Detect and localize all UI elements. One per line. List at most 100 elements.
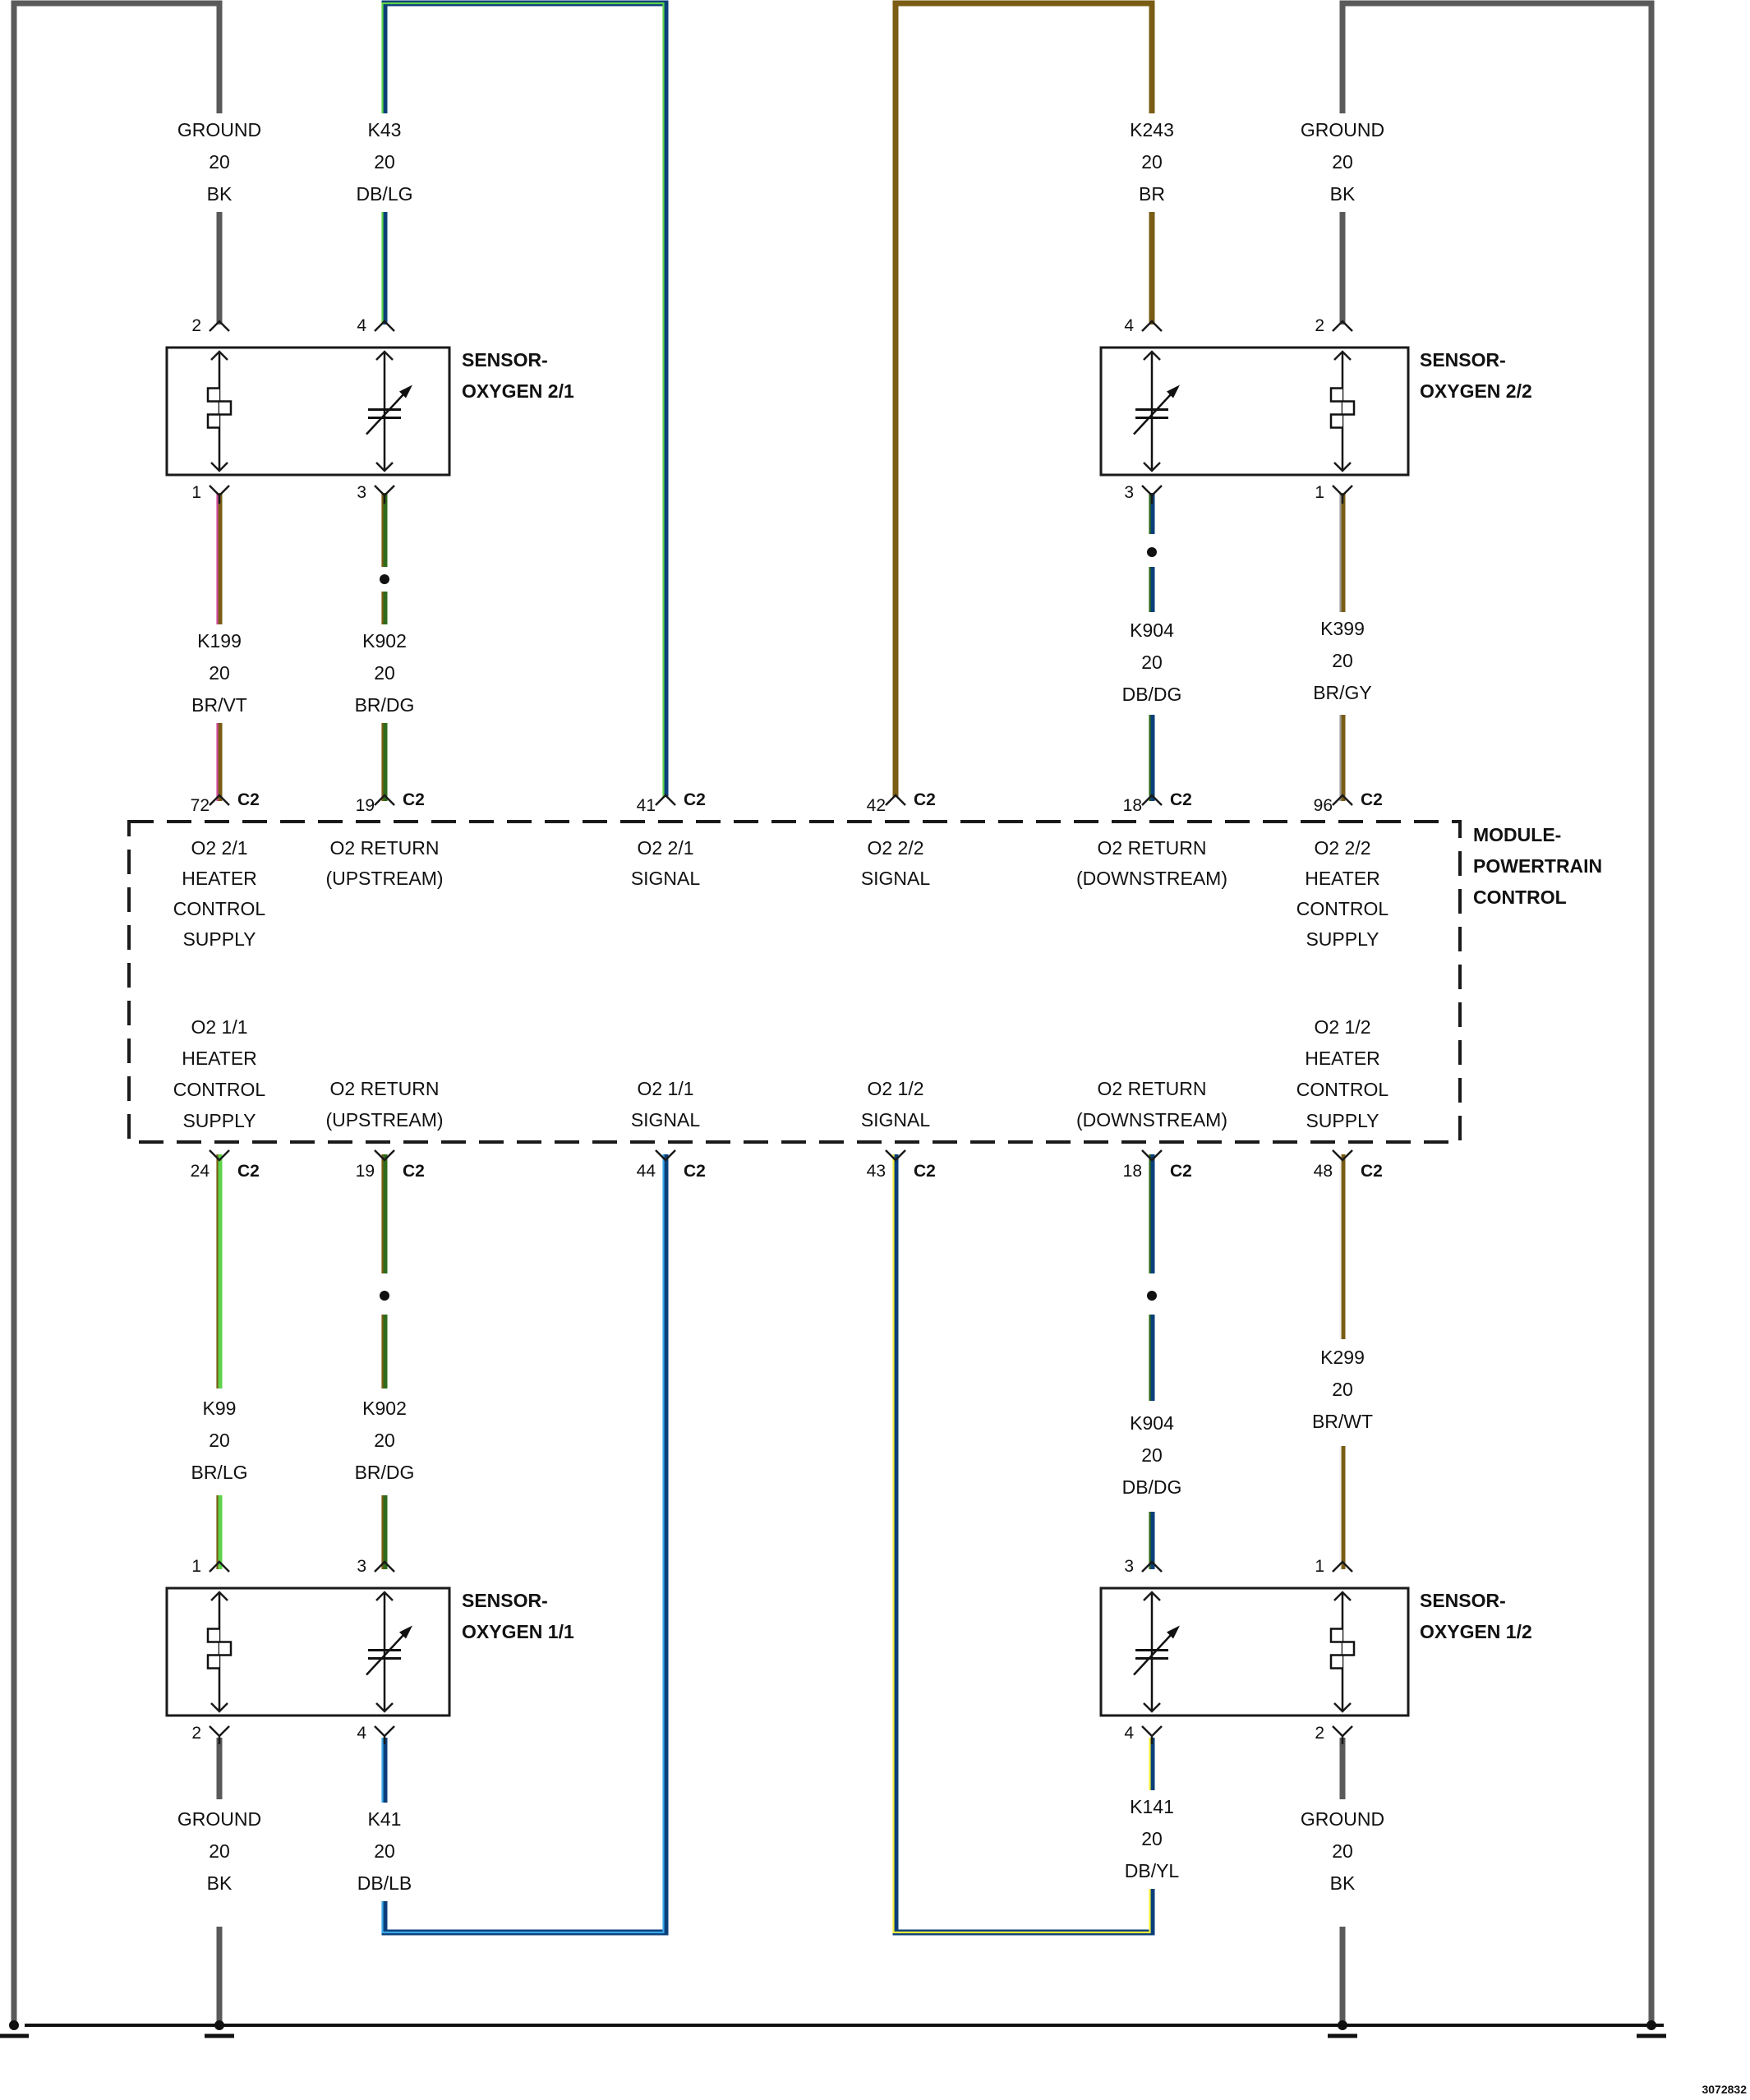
pcm-top-connector-icon (1332, 794, 1353, 806)
splice-dot (380, 574, 389, 584)
wire-label-k904-up: K904 (1130, 619, 1174, 641)
pcm-bottom-pin-function: O2 1/2 (1314, 1016, 1370, 1038)
pcm-top-connector-id: C2 (237, 790, 260, 809)
wire-label-gnd-12: GROUND (1301, 1808, 1384, 1830)
sensor-s11-title-line: SENSOR- (462, 1590, 548, 1611)
wire-label-backdrop (319, 1803, 450, 1901)
wire-label-gnd-11: 20 (209, 1840, 230, 1862)
wire-label-k141: DB/YL (1125, 1860, 1180, 1881)
pcm-bottom-pin-function: SUPPLY (1306, 1110, 1379, 1131)
sensor-s22-arrow-up (1143, 350, 1161, 361)
sensor-connector-icon (1141, 320, 1163, 332)
pcm-bottom-pin-function: SIGNAL (861, 1109, 931, 1131)
pcm-bottom-pin-function: SIGNAL (631, 1109, 701, 1131)
sensor-s21-variable-arrowhead (399, 385, 412, 398)
wire-label-k399: 20 (1332, 650, 1353, 671)
sensor-s11-arrow-up (375, 1591, 394, 1601)
pcm-bottom-pin-number: 19 (356, 1162, 375, 1181)
sensor-s11-variable-arrowhead (399, 1625, 412, 1639)
pcm-bottom-pin-function: SUPPLY (182, 1110, 256, 1131)
pcm-top-pin-function: O2 2/1 (191, 837, 247, 859)
sensor-s12-box (1099, 1587, 1410, 1717)
sensor-s12-title-line: OXYGEN 1/2 (1420, 1621, 1532, 1642)
wire-label-k41: K41 (368, 1808, 402, 1830)
sensor-connector-icon (1332, 1560, 1353, 1573)
pcm-bottom-pin-number: 48 (1314, 1162, 1333, 1181)
pcm-bottom-pin-function: CONTROL (173, 1079, 266, 1100)
ground-junction-dot (1646, 2020, 1656, 2030)
sensor-s11-arrow-down (375, 1702, 394, 1713)
wire-label-gnd-11: GROUND (177, 1808, 261, 1830)
sensor-s12-heater-element (1329, 1628, 1356, 1669)
pcm-top-pin-number: 18 (1123, 796, 1142, 815)
pcm-bottom-pin-function: O2 RETURN (1098, 1078, 1207, 1099)
wire-label-k141: 20 (1141, 1828, 1163, 1849)
sensor-pin-number: 3 (1124, 1557, 1134, 1576)
wire-label-k243: K243 (1130, 119, 1174, 140)
sensor-s22-arrow-down (1333, 462, 1352, 472)
wire-label-backdrop (1086, 1407, 1218, 1505)
pcm-bottom-connector-icon (885, 1149, 906, 1162)
splice-dot (380, 1291, 389, 1301)
pcm-bottom-pin-function: O2 1/1 (191, 1016, 247, 1038)
pcm-top-pin-function: SIGNAL (631, 868, 701, 889)
pcm-top-pin-function: (DOWNSTREAM) (1076, 868, 1227, 889)
pcm-top-connector-id: C2 (1361, 790, 1383, 809)
pcm-bottom-pin-number: 24 (191, 1162, 210, 1181)
wire-label-k904-up: 20 (1141, 652, 1163, 673)
wire-label-k243: 20 (1141, 151, 1163, 173)
ground-junction-dot (214, 2020, 224, 2030)
wire-label-backdrop (1086, 614, 1218, 712)
wire-label-backdrop (154, 1803, 285, 1901)
sensor-connector-icon (209, 320, 230, 332)
pcm-bottom-connector-id: C2 (403, 1162, 425, 1181)
pcm-top-connector-id: C2 (403, 790, 425, 809)
splice-dot (1147, 1291, 1157, 1301)
diagram-id-label: 3072832 (1702, 2083, 1747, 2096)
pcm-top-pin-function: O2 2/2 (1314, 837, 1370, 859)
wire-label-k904-low: K904 (1130, 1412, 1174, 1434)
wire-label-k904-low: 20 (1141, 1444, 1163, 1466)
wire-label-backdrop (1277, 612, 1408, 711)
wire-label-k299: 20 (1332, 1379, 1353, 1400)
pcm-bottom-connector-icon (655, 1149, 676, 1162)
sensor-s12-arrow-up (1333, 1591, 1352, 1601)
sensor-s22-arrow-down (1143, 462, 1161, 472)
wire-label-k43: K43 (368, 119, 402, 140)
sensor-connector-icon (1141, 1725, 1163, 1744)
sensor-pin-number: 2 (1315, 1724, 1324, 1743)
wire-ground-frame-right (1339, 0, 1655, 2025)
sensor-pin-number: 2 (191, 316, 201, 335)
sensor-s12-arrow-down (1333, 1702, 1352, 1713)
sensor-pin-number: 3 (357, 483, 366, 502)
pcm-top-pin-function: CONTROL (173, 898, 266, 919)
pcm-title-line: CONTROL (1473, 887, 1567, 908)
sensor-s12-arrow-down (1143, 1702, 1161, 1713)
sensor-s21-title-line: OXYGEN 2/1 (462, 380, 574, 402)
pcm-top-pin-function: HEATER (1305, 868, 1380, 889)
sensor-pin-number: 1 (1315, 483, 1324, 502)
sensor-s21-arrow-up (210, 350, 228, 361)
ground-junction-dot (1338, 2020, 1347, 2030)
pcm-bottom-connector-icon (1141, 1149, 1163, 1162)
wire-label-k99: BR/LG (191, 1462, 247, 1483)
pcm-bottom-connector-icon (374, 1149, 395, 1162)
wire-label-gnd-22: GROUND (1301, 119, 1384, 140)
sensor-pin-number: 4 (1124, 1724, 1134, 1743)
wire-label-k902-up: K902 (362, 630, 407, 652)
sensor-connector-icon (374, 1725, 395, 1744)
pcm-top-pin-function: O2 RETURN (1098, 837, 1207, 859)
pcm-top-pin-number: 42 (867, 796, 886, 815)
pcm-bottom-pin-function: O2 1/1 (637, 1078, 693, 1099)
wire-label-k99: 20 (209, 1430, 230, 1451)
wire-label-backdrop (1086, 1790, 1218, 1889)
pcm-bottom-pin-function: (DOWNSTREAM) (1076, 1109, 1227, 1131)
sensor-s21-variable-arrow (366, 387, 410, 435)
pcm-bottom-pin-number: 18 (1123, 1162, 1142, 1181)
sensor-pin-number: 4 (357, 1724, 366, 1743)
sensor-s12-arrow-up (1143, 1591, 1161, 1601)
pcm-title-line: MODULE- (1473, 824, 1561, 845)
wire-label-backdrop (154, 113, 285, 212)
pcm-top-pin-number: 96 (1314, 796, 1333, 815)
ground-junction-dot (9, 2020, 19, 2030)
